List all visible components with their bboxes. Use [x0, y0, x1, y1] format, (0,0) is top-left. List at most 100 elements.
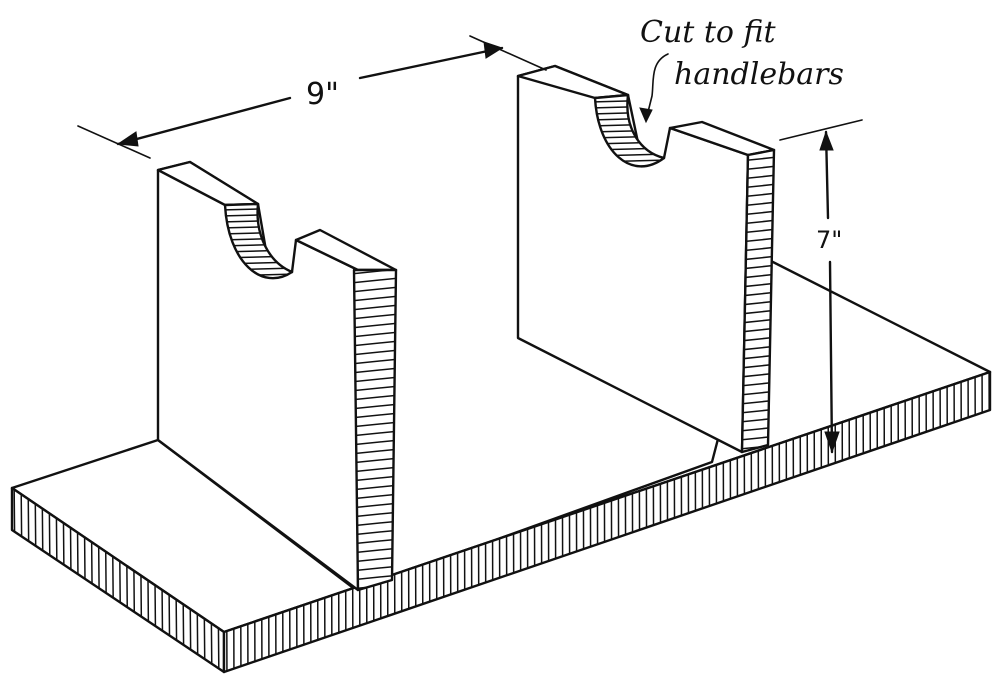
height-arrowhead-top: [819, 130, 834, 151]
hatch-stroke: [589, 372, 592, 672]
front-upright-edge: [352, 268, 398, 592]
hatch-stroke: [354, 322, 396, 329]
back-upright-face: [516, 64, 750, 454]
hatch-stroke: [354, 529, 396, 536]
hatch-stroke: [354, 448, 396, 455]
hatch-stroke: [354, 304, 396, 311]
hatch-stroke: [354, 349, 396, 356]
hatch-stroke: [354, 547, 396, 554]
height-label: 7": [816, 226, 842, 254]
hatch-stroke: [519, 372, 522, 672]
hatch-stroke: [953, 372, 956, 672]
front-upright-notch: [223, 202, 294, 280]
hatch-stroke: [456, 372, 459, 672]
hatch-stroke: [981, 372, 984, 672]
note-line-1: Cut to fit: [640, 15, 777, 50]
hatch-stroke: [498, 372, 501, 672]
hatch-stroke: [491, 372, 494, 672]
hatch-stroke: [421, 372, 424, 672]
height-arrowhead-bottom: [824, 431, 840, 454]
hatch-stroke: [939, 372, 942, 672]
hatch-stroke: [354, 412, 396, 419]
hatch-stroke: [526, 372, 529, 672]
hatch-stroke: [484, 372, 487, 672]
hatch-stroke: [547, 372, 550, 672]
width-arrowhead-left: [116, 131, 139, 147]
hatch-stroke: [974, 372, 977, 672]
hatch-stroke: [512, 372, 515, 672]
hatch-stroke: [449, 372, 452, 672]
note-pointer-arrowhead: [639, 107, 653, 124]
hatch-stroke: [575, 372, 578, 672]
hatch-stroke: [742, 246, 774, 252]
height-extension-top: [779, 119, 863, 141]
hatch-stroke: [354, 358, 396, 365]
hatch-stroke: [354, 484, 396, 491]
hatch-stroke: [354, 439, 396, 446]
hatch-stroke: [354, 403, 396, 410]
hatch-stroke: [603, 372, 606, 672]
hatch-stroke: [505, 372, 508, 672]
hatch-stroke: [354, 270, 396, 275]
height-dimension-line-bottom: [828, 260, 834, 454]
width-extension-right: [469, 35, 547, 71]
hatch-stroke: [617, 372, 620, 672]
width-dimension-line-right: [358, 46, 504, 80]
hatch-stroke: [918, 372, 921, 672]
hatch-stroke: [354, 511, 396, 518]
width-dimension-line-left: [116, 96, 292, 146]
hatch-stroke: [354, 286, 396, 293]
hatch-stroke: [610, 372, 613, 672]
hatch-stroke: [354, 394, 396, 401]
hatch-stroke: [354, 556, 396, 563]
front-upright-edge-hatching: [354, 270, 396, 590]
hatch-stroke: [988, 372, 990, 672]
hatch-stroke: [742, 255, 774, 261]
hatch-stroke: [354, 457, 396, 464]
hatch-stroke: [354, 295, 396, 302]
hatch-stroke: [582, 372, 585, 672]
width-dimension: 9": [77, 35, 547, 159]
hatch-stroke: [477, 372, 480, 672]
height-dimension: 7": [779, 119, 863, 454]
hatch-stroke: [354, 277, 396, 284]
hatch-stroke: [354, 466, 396, 473]
hatch-stroke: [354, 430, 396, 437]
hatch-stroke: [407, 372, 410, 672]
note-line-2: handlebars: [674, 57, 844, 92]
hatch-stroke: [946, 372, 949, 672]
front-upright: [156, 160, 398, 592]
hatch-stroke: [354, 565, 396, 572]
hatch-stroke: [631, 372, 634, 672]
hatch-stroke: [925, 372, 928, 672]
back-upright: [516, 64, 776, 454]
hatch-stroke: [554, 372, 557, 672]
hatch-stroke: [967, 372, 970, 672]
hatch-stroke: [911, 372, 914, 672]
hatch-stroke: [354, 376, 396, 383]
hatch-stroke: [428, 372, 431, 672]
width-arrowhead-right: [483, 41, 504, 59]
hatch-stroke: [540, 372, 543, 672]
cut-to-fit-note: Cut to fit handlebars: [639, 15, 844, 124]
hatch-stroke: [470, 372, 473, 672]
hatch-stroke: [354, 367, 396, 374]
hatch-stroke: [354, 574, 396, 581]
hatch-stroke: [354, 313, 396, 320]
hatch-stroke: [354, 385, 396, 392]
hatch-stroke: [354, 340, 396, 347]
hatch-stroke: [742, 237, 774, 243]
hatch-stroke: [354, 538, 396, 545]
hatch-stroke: [533, 372, 536, 672]
hatch-stroke: [596, 372, 599, 672]
width-label: 9": [306, 77, 339, 112]
width-extension-left: [77, 125, 151, 159]
hatch-stroke: [414, 372, 417, 672]
hatch-stroke: [435, 372, 438, 672]
hatch-stroke: [354, 421, 396, 428]
hatch-stroke: [354, 475, 396, 482]
hatch-stroke: [442, 372, 445, 672]
hatch-stroke: [463, 372, 466, 672]
hatch-stroke: [354, 493, 396, 500]
hatch-stroke: [354, 520, 396, 527]
